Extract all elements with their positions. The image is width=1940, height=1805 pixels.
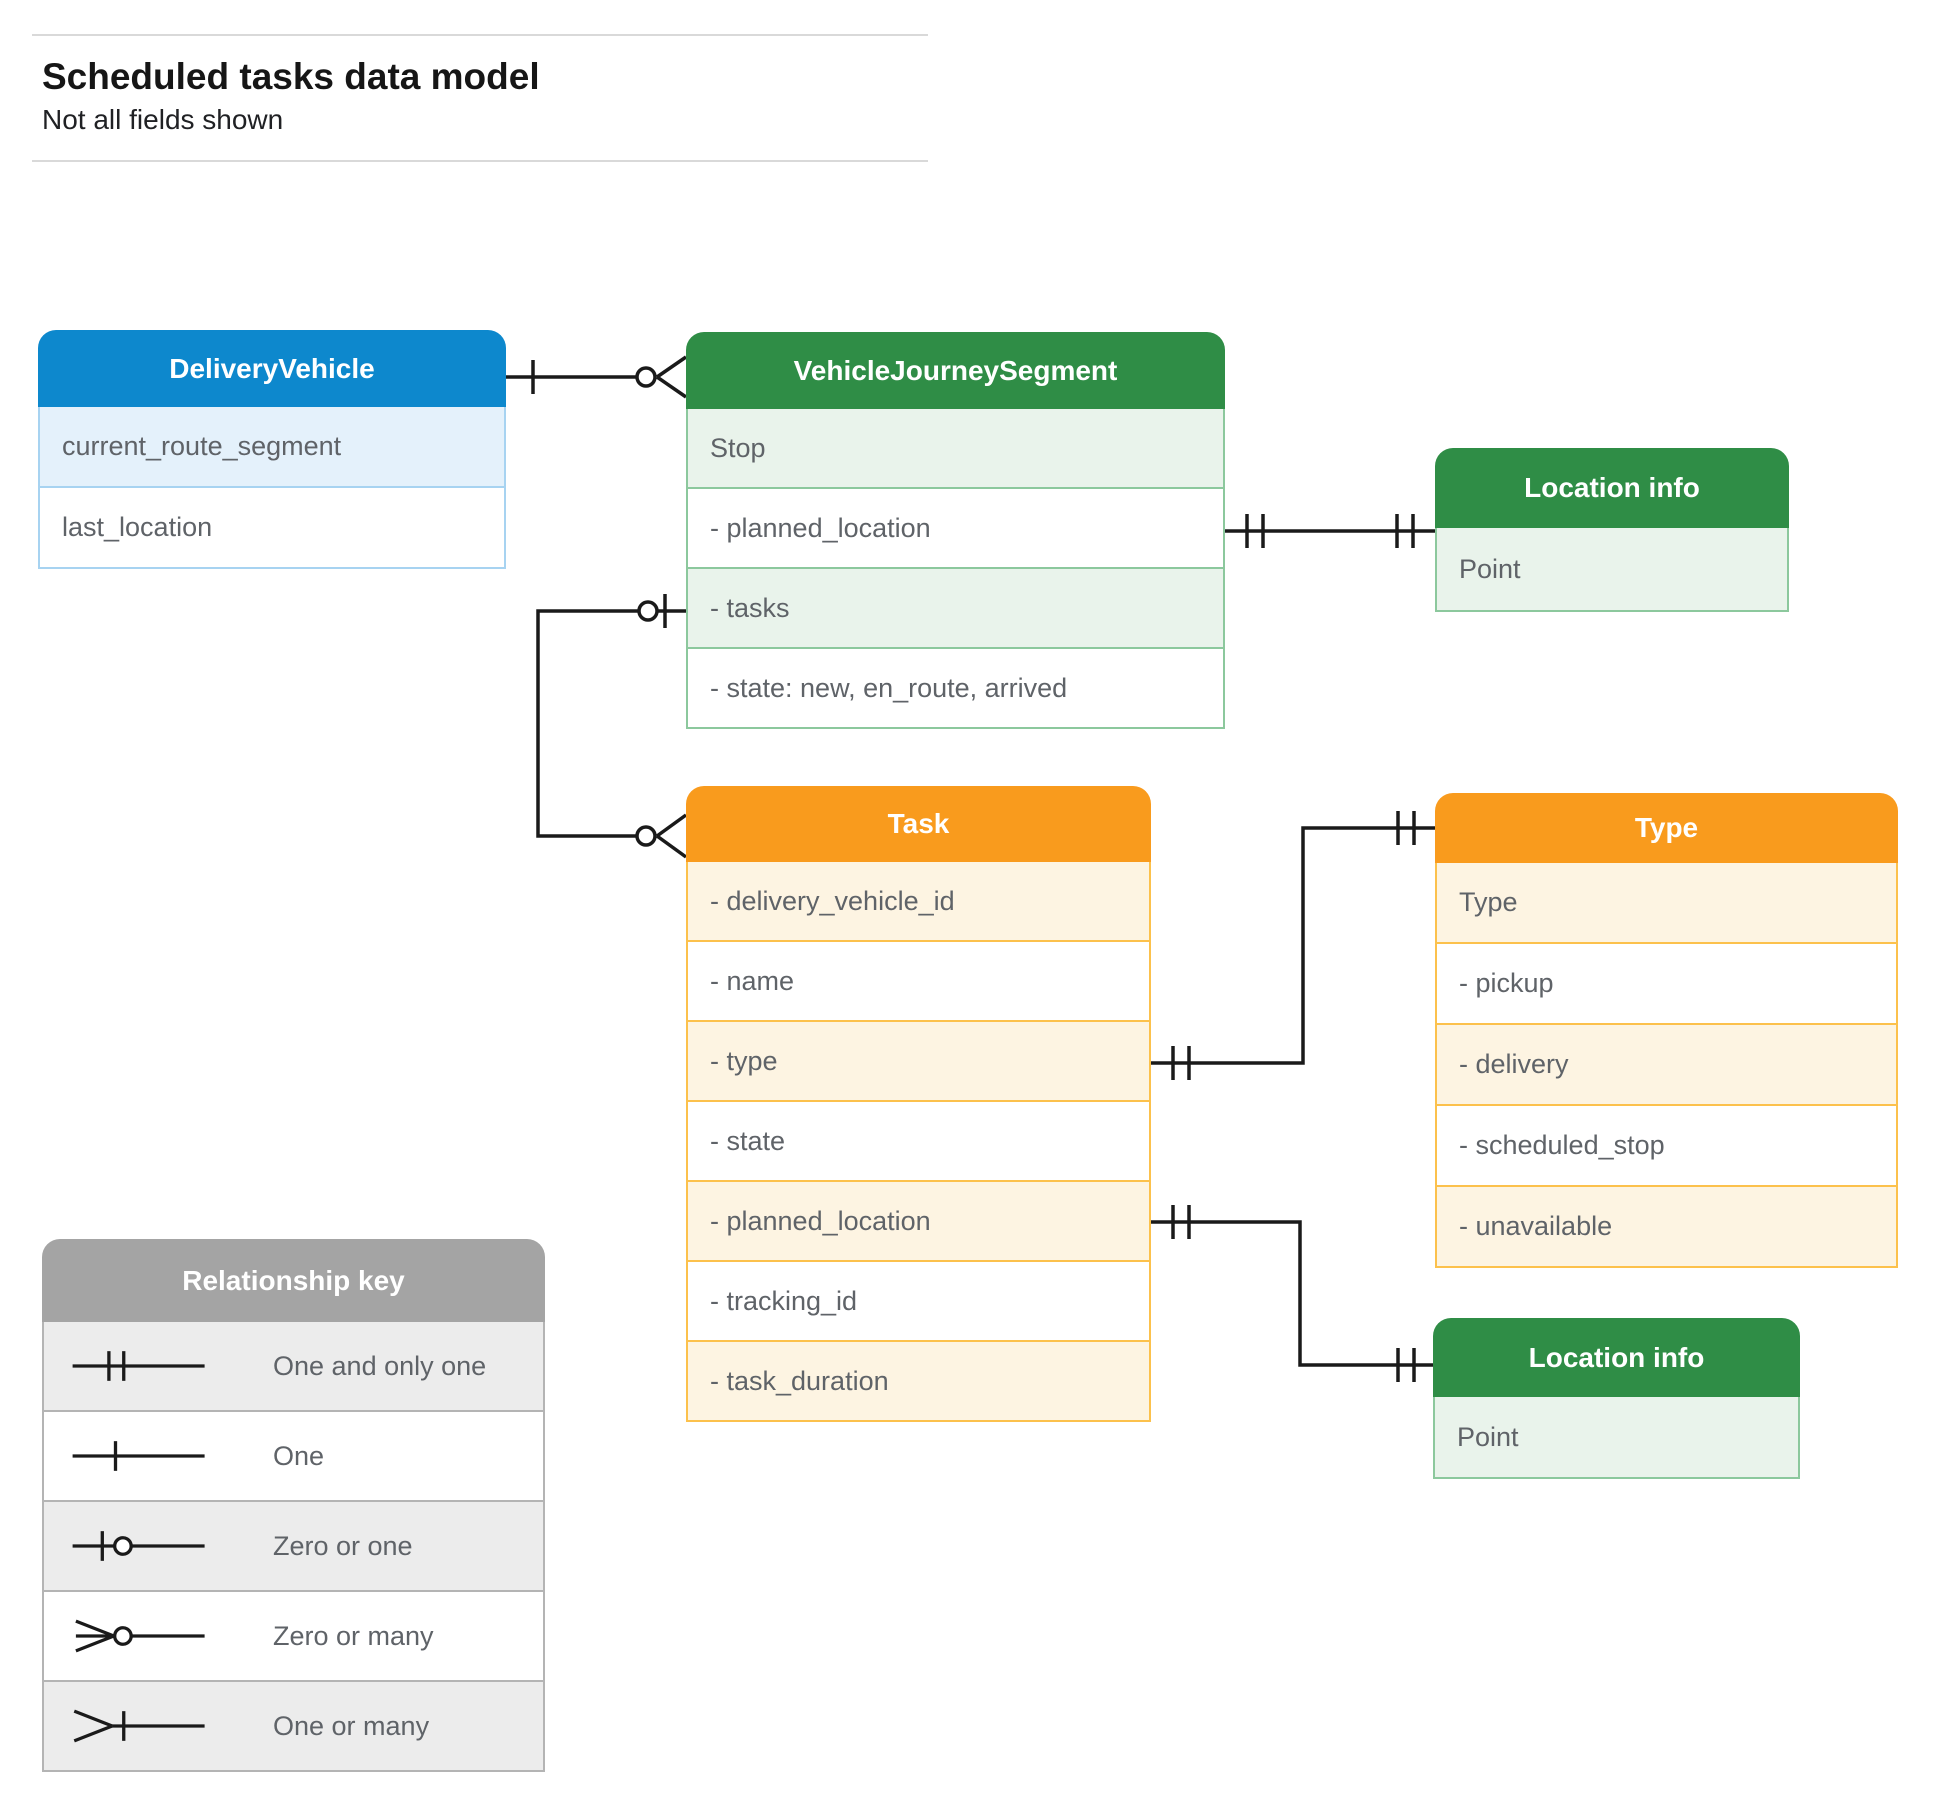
- field-current-route-segment: current_route_segment: [38, 407, 506, 488]
- legend-item-one-or-many: One or many: [42, 1682, 545, 1772]
- connector-task-plannedlocation-to-locationinfo: [1151, 1205, 1433, 1382]
- entity-location-info-2: Location info Point: [1433, 1318, 1800, 1479]
- connector-task-type-to-type: [1151, 811, 1435, 1080]
- page-title: Scheduled tasks data model: [42, 56, 540, 97]
- crow-foot: [655, 813, 688, 838]
- entity-delivery-vehicle: DeliveryVehicle current_route_segment la…: [38, 330, 506, 569]
- entity-vehicle-journey-segment-title: VehicleJourneySegment: [686, 332, 1225, 409]
- field-task-duration: - task_duration: [686, 1342, 1151, 1422]
- field-delivery: - delivery: [1435, 1025, 1898, 1106]
- legend-item-zero-or-one: Zero or one: [42, 1502, 545, 1592]
- entity-vehicle-journey-segment: VehicleJourneySegment Stop - planned_loc…: [686, 332, 1225, 729]
- legend-label: One or many: [273, 1710, 430, 1741]
- field-type-name: Type: [1435, 863, 1898, 944]
- field-scheduled-stop: - scheduled_stop: [1435, 1106, 1898, 1187]
- entity-location-info-1: Location info Point: [1435, 448, 1789, 612]
- one-icon: [72, 1441, 205, 1471]
- field-type: - type: [686, 1022, 1151, 1102]
- field-tracking-id: - tracking_id: [686, 1262, 1151, 1342]
- connector-vjs-plannedlocation-to-locationinfo: [1225, 514, 1435, 548]
- legend-item-one: One: [42, 1412, 545, 1502]
- one-and-only-one-icon: [72, 1351, 205, 1381]
- field-state: - state: new, en_route, arrived: [686, 649, 1225, 729]
- field-name: - name: [686, 942, 1151, 1022]
- entity-type: Type Type - pickup - delivery - schedule…: [1435, 793, 1898, 1268]
- connector-vjs-tasks-to-task: [536, 594, 688, 859]
- field-tasks: - tasks: [686, 569, 1225, 649]
- entity-location-info-1-title: Location info: [1435, 448, 1789, 528]
- field-state: - state: [686, 1102, 1151, 1182]
- one-or-many-icon: [73, 1709, 205, 1743]
- relationship-key: Relationship key One and only one One Ze…: [42, 1239, 545, 1772]
- legend-label: One: [273, 1440, 325, 1471]
- page-subtitle: Not all fields shown: [42, 104, 284, 135]
- legend-label: Zero or one: [273, 1530, 413, 1561]
- zero-circle: [637, 600, 659, 622]
- legend-label: One and only one: [273, 1350, 487, 1381]
- legend-item-one-and-only-one: One and only one: [42, 1322, 545, 1412]
- entity-type-title: Type: [1435, 793, 1898, 863]
- zero-circle: [635, 366, 657, 388]
- legend-label: Zero or many: [273, 1620, 434, 1651]
- field-planned-location: - planned_location: [686, 1182, 1151, 1262]
- field-stop: Stop: [686, 409, 1225, 489]
- top-divider: [32, 34, 928, 36]
- entity-location-info-2-title: Location info: [1433, 1318, 1800, 1397]
- relationship-key-title: Relationship key: [42, 1239, 545, 1322]
- field-planned-location: - planned_location: [686, 489, 1225, 569]
- zero-or-one-icon: [72, 1531, 205, 1561]
- entity-task: Task - delivery_vehicle_id - name - type…: [686, 786, 1151, 1422]
- field-unavailable: - unavailable: [1435, 1187, 1898, 1268]
- subtitle-divider: [32, 160, 928, 162]
- field-delivery-vehicle-id: - delivery_vehicle_id: [686, 862, 1151, 942]
- zero-or-many-icon: [75, 1619, 205, 1653]
- crow-foot: [656, 355, 687, 379]
- entity-delivery-vehicle-title: DeliveryVehicle: [38, 330, 506, 407]
- entity-task-title: Task: [686, 786, 1151, 862]
- field-point: Point: [1435, 528, 1789, 612]
- field-pickup: - pickup: [1435, 944, 1898, 1025]
- connector-deliveryvehicle-vehiclejourneysegment: [506, 355, 687, 399]
- zero-circle: [635, 825, 657, 847]
- field-point: Point: [1433, 1397, 1800, 1479]
- legend-item-zero-or-many: Zero or many: [42, 1592, 545, 1682]
- field-last-location: last_location: [38, 488, 506, 569]
